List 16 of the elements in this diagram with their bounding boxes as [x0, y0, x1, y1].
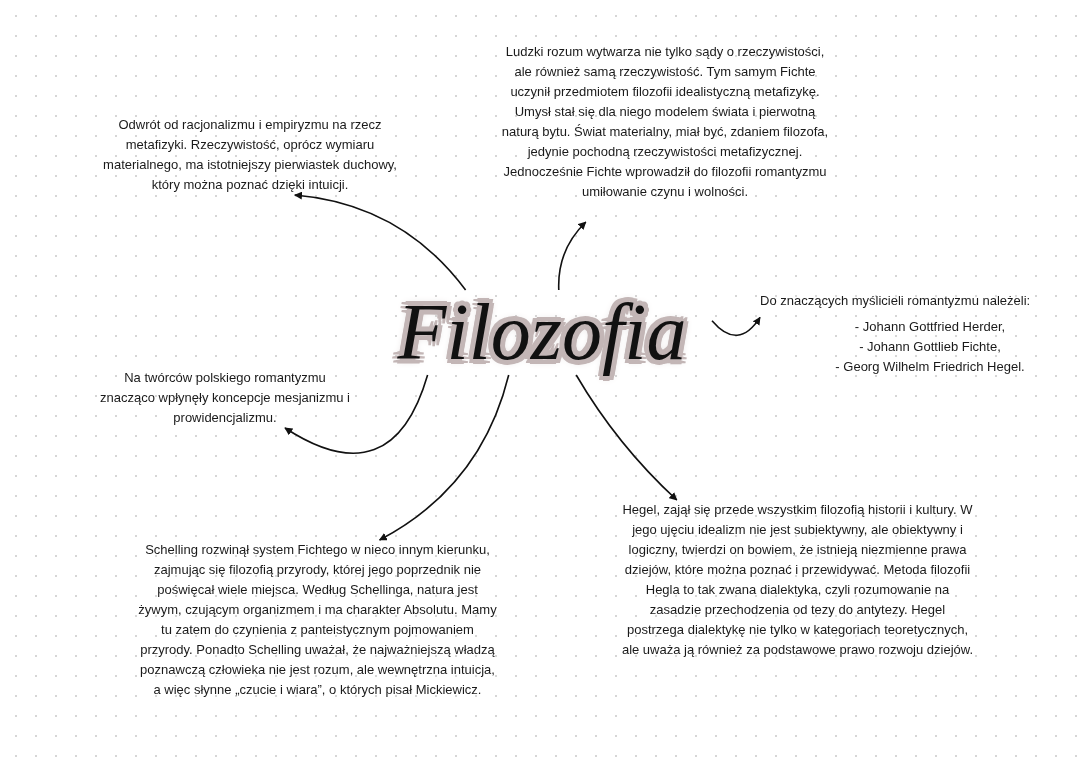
note-text: Schelling rozwinął system Fichtego w nieco innym kierunku, zajmując się filozofią przyrody, której jego poprzednik nie poświęcał wiele miejsca. Według Schellinga, natura jest żywym, czującym organizmem i ma charakter Absolutu. Mamy tu zatem do czynienia z panteistycznym pojmowaniem przyrody. Ponadto Schelling uważał, że najważniejszą władzą poznawczą człowieka nie jest rozum, ale wewnętrzna intuicja, a więc słynne „czucie i wiara”, o których pisał Mickiewicz. [135, 540, 500, 720]
list-item: - Johann Gottfried Herder, [853, 318, 1007, 336]
heading-text: Do znaczących myślicieli romantyzmu należeli: [760, 292, 1032, 310]
note-text: Ludzki rozum wytwarza nie tylko sądy o rzeczywistości, ale również samą rzeczywistość. Tym samym Fichte uczynił przedmiotem filozofii idealistyczną metafizykę. Umysł stał się dla niego modelem świata i pierwotną naturą bytu. Świat materialny, miał być, zdaniem filozofa, jedynie pochodną rzeczywistości metafizycznej. Jednocześnie Fichte wprowadził do filozofii romantyzmu umiłowanie czynu i wolności. [500, 42, 830, 222]
list-item: - Georg Wilhelm Friedrich Hegel. [834, 358, 1026, 376]
list-item: - Johann Gottlieb Fichte, [858, 338, 1002, 356]
note-text: Hegel, zajął się przede wszystkim filozofią historii i kultury. W jego ujęciu idealizm nie jest subiektywny, ale obiektywny i logiczny, twierdzi on bowiem, że istnieją niezmienne prawa dziejów, które można poznać i przewidywać. Metoda filozofii Hegla to tak zwana dialektyka, czyli rozumowanie na zasadzie przechodzenia od tezy do antytezy. Hegel postrzega dialektykę nie tylko w kategoriach teoretycznych, ale uważa ją również za podstawowe prawo rozwoju dziejów. [620, 500, 975, 700]
note-text: Odwrót od racjonalizmu i empiryzmu na rzecz metafizyki. Rzeczywistość, oprócz wymiaru materialnego, ma istotniejszy pierwiastek duchowy, który można poznać dzięki intuicji. [90, 115, 410, 195]
arrow [284, 374, 429, 454]
arrow [575, 374, 678, 501]
note-text: Na twórców polskiego romantyzmu znacząco wpłynęły koncepcje mesjanizmu i prowidencjalizmu. [100, 368, 350, 428]
arrow [711, 316, 761, 337]
central-topic: Filozofia [372, 290, 712, 375]
arrow [294, 191, 467, 291]
arrow [378, 374, 510, 541]
arrow [557, 221, 587, 291]
